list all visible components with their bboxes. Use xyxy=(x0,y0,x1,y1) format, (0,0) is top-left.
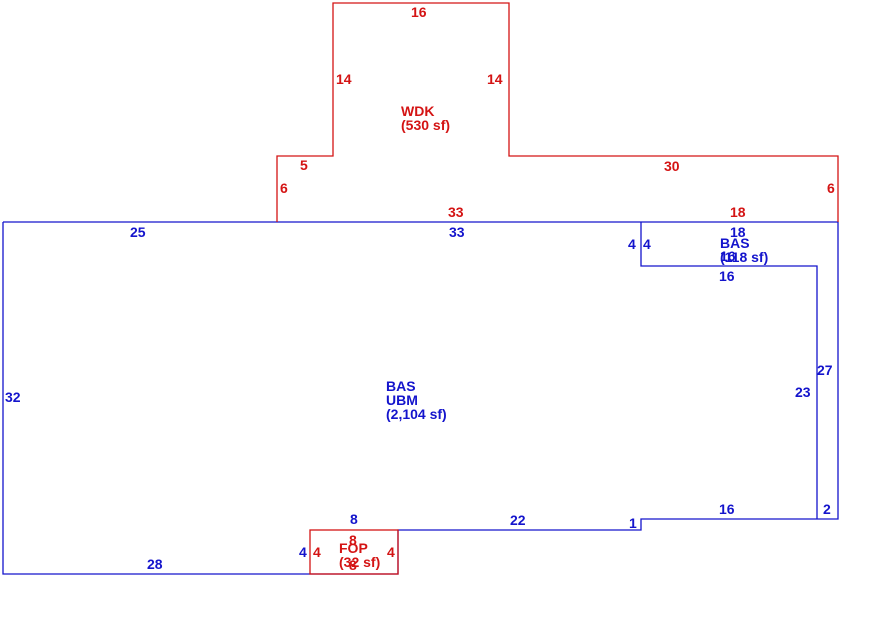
fop-dim-bottom: 8 xyxy=(349,557,357,573)
bas-dim-lower-right: 16 xyxy=(719,501,735,517)
bas-small-dim-left-outer: 4 xyxy=(628,236,636,252)
bas-dim-top-mid: 33 xyxy=(449,224,465,240)
fop-dim-right: 4 xyxy=(387,544,395,560)
wdk-outline xyxy=(276,2,839,222)
wdk-dim-bottom: 33 xyxy=(448,204,464,220)
bas-dim-porch-top: 8 xyxy=(350,511,358,527)
wdk-dim-bottom-right: 18 xyxy=(730,204,746,220)
bas-dim-bottom-left: 28 xyxy=(147,556,163,572)
wdk-area: (530 sf) xyxy=(401,117,450,133)
bas-small-dim-top: 18 xyxy=(730,224,746,240)
bas-small-code: BAS xyxy=(720,235,750,251)
wdk-dim-left-lower: 6 xyxy=(280,180,288,196)
bas-small-area: (118 sf) xyxy=(720,249,768,265)
wdk-dim-step-left: 5 xyxy=(300,157,308,173)
bas-code-2: UBM xyxy=(386,392,418,408)
bas-dim-lower-mid: 22 xyxy=(510,512,526,528)
wdk-code: WDK xyxy=(401,103,434,119)
bas-dim-right-inner: 23 xyxy=(795,384,811,400)
bas-area: (2,104 sf) xyxy=(386,406,447,422)
wdk-dim-right-side: 6 xyxy=(827,180,835,196)
bas-dim-right-bottom: 2 xyxy=(823,501,831,517)
fop-code: FOP xyxy=(339,540,368,556)
wdk-dim-right-long: 30 xyxy=(664,158,680,174)
bas-small-dim-bottom: 16 xyxy=(719,268,735,284)
bas-dim-step-left: 4 xyxy=(299,544,307,560)
bas-small-dim-left-inner: 4 xyxy=(643,236,651,252)
wdk-dim-left-upper: 14 xyxy=(336,71,352,87)
bas-dim-top-left: 25 xyxy=(130,224,146,240)
fop-outline xyxy=(309,529,399,575)
wdk-dim-right-upper: 14 xyxy=(487,71,503,87)
bas-dim-step: 1 xyxy=(629,515,637,531)
bas-inner-wall xyxy=(640,222,818,519)
fop-dim-top: 8 xyxy=(349,532,357,548)
bas-dim-left: 32 xyxy=(5,389,21,405)
fop-area: (32 sf) xyxy=(339,554,380,570)
bas-small-overlay: 16 xyxy=(720,248,736,264)
fop-dim-left: 4 xyxy=(313,544,321,560)
bas-main-outline xyxy=(2,221,839,575)
bas-code-1: BAS xyxy=(386,378,416,394)
wdk-dim-top: 16 xyxy=(411,4,427,20)
bas-dim-right-outer: 27 xyxy=(817,362,833,378)
